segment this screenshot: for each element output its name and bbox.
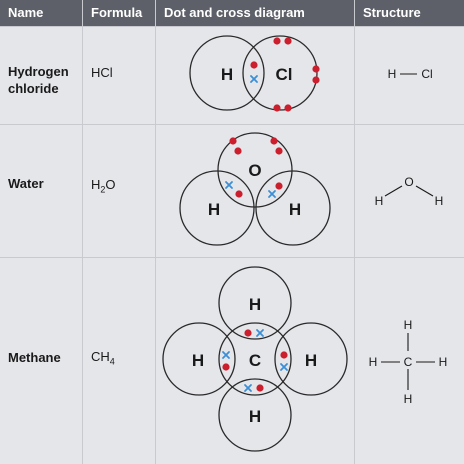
electron-dot	[250, 61, 258, 69]
electron-cross	[250, 75, 258, 83]
electron-cross	[225, 181, 233, 189]
hcl-cl-symbol: Cl	[276, 65, 293, 84]
electron-cross	[280, 363, 288, 371]
water-struct-o: O	[404, 175, 413, 189]
methane-h-right-shell	[274, 322, 348, 396]
hcl-cl-shell	[242, 35, 318, 111]
water-struct-h2: H	[435, 194, 444, 208]
electron-dot	[273, 104, 281, 112]
header-structure-text: Structure	[363, 5, 421, 20]
methane-h-top-shell	[218, 266, 292, 340]
water-h1-shell	[179, 170, 255, 246]
methane-struct-h-left: H	[369, 355, 378, 369]
row2-formula-main: H	[91, 177, 101, 192]
water-h1-symbol: H	[208, 200, 220, 219]
water-bond-right	[415, 185, 434, 197]
hcl-h-shell	[189, 35, 265, 111]
row1-structure-cell	[355, 27, 464, 124]
row2-formula-tail: O	[105, 177, 116, 192]
row1-name-line1: Hydrogen	[8, 64, 69, 79]
methane-struct-c: C	[404, 355, 413, 369]
water-o-shell	[217, 132, 293, 208]
electron-dot	[229, 137, 237, 145]
water-bond-left	[384, 185, 403, 197]
row3-formula-sub: 4	[109, 356, 115, 367]
header-structure: Structure	[355, 0, 464, 26]
row2-formula-sub: 2	[100, 184, 106, 195]
electron-dot	[256, 384, 264, 392]
row3-formula-main: CH	[91, 349, 110, 364]
electron-cross	[256, 329, 264, 337]
row2-name-cell: Water	[0, 125, 82, 257]
electron-dot	[270, 137, 278, 145]
electron-dot	[275, 147, 283, 155]
row3-name-cell: Methane	[0, 258, 82, 464]
electron-cross	[268, 190, 276, 198]
electron-dot	[273, 37, 281, 45]
electron-dot	[280, 351, 288, 359]
row3-structure-cell	[355, 258, 464, 464]
electron-dot	[244, 329, 252, 337]
row1-formula-text: HCl	[91, 65, 113, 80]
row1-formula: HCl	[91, 65, 113, 80]
row2-diagram-cell	[156, 125, 354, 257]
row2-structure-cell	[355, 125, 464, 257]
methane-h-left-shell	[162, 322, 236, 396]
row2-name: Water	[8, 176, 44, 191]
electron-dot	[284, 37, 292, 45]
methane-h-bottom-shell	[218, 378, 292, 452]
header-name-text: Name	[8, 5, 44, 20]
electron-dot	[275, 182, 283, 190]
header-name: Name	[0, 0, 82, 26]
row3-formula: CH4	[91, 349, 115, 367]
hcl-struct-cl: Cl	[421, 67, 432, 81]
header-diagram-text: Dot and cross diagram	[164, 5, 305, 20]
hcl-h-symbol: H	[221, 65, 233, 84]
row1-diagram-cell	[156, 27, 354, 124]
electron-cross	[222, 351, 230, 359]
methane-h-top-symbol: H	[249, 295, 261, 314]
electron-dot	[312, 65, 320, 73]
electron-dot	[284, 104, 292, 112]
methane-struct-h-top: H	[404, 318, 413, 332]
methane-h-left-symbol: H	[192, 351, 204, 370]
electron-dot	[312, 76, 320, 84]
methane-struct-h-right: H	[439, 355, 448, 369]
header-formula-text: Formula	[91, 5, 143, 20]
water-o-symbol: O	[248, 161, 261, 180]
methane-h-right-symbol: H	[305, 351, 317, 370]
water-struct-h1: H	[375, 194, 384, 208]
header-formula: Formula	[83, 0, 155, 26]
electron-dot	[222, 363, 230, 371]
methane-h-bottom-symbol: H	[249, 407, 261, 426]
electron-dot	[235, 190, 243, 198]
row3-formula-cell: CH4	[83, 258, 155, 464]
water-h2-symbol: H	[289, 200, 301, 219]
row1-formula-cell: HCl	[83, 27, 155, 124]
row1-name: Hydrogen chloride	[8, 63, 69, 97]
row2-formula: H2O	[91, 177, 116, 195]
row2-formula-cell: H2O	[83, 125, 155, 257]
hcl-struct-h: H	[388, 67, 397, 81]
methane-c-symbol: C	[249, 351, 261, 370]
row3-diagram-cell	[156, 258, 354, 464]
row1-name-cell: Hydrogen chloride	[0, 27, 82, 124]
electron-dot	[234, 147, 242, 155]
row3-name: Methane	[8, 350, 61, 365]
water-h2-shell	[255, 170, 331, 246]
row1-name-line2: chloride	[8, 81, 59, 96]
header-diagram: Dot and cross diagram	[156, 0, 354, 26]
methane-c-shell	[218, 322, 292, 396]
electron-cross	[244, 384, 252, 392]
methane-struct-h-bottom: H	[404, 392, 413, 406]
